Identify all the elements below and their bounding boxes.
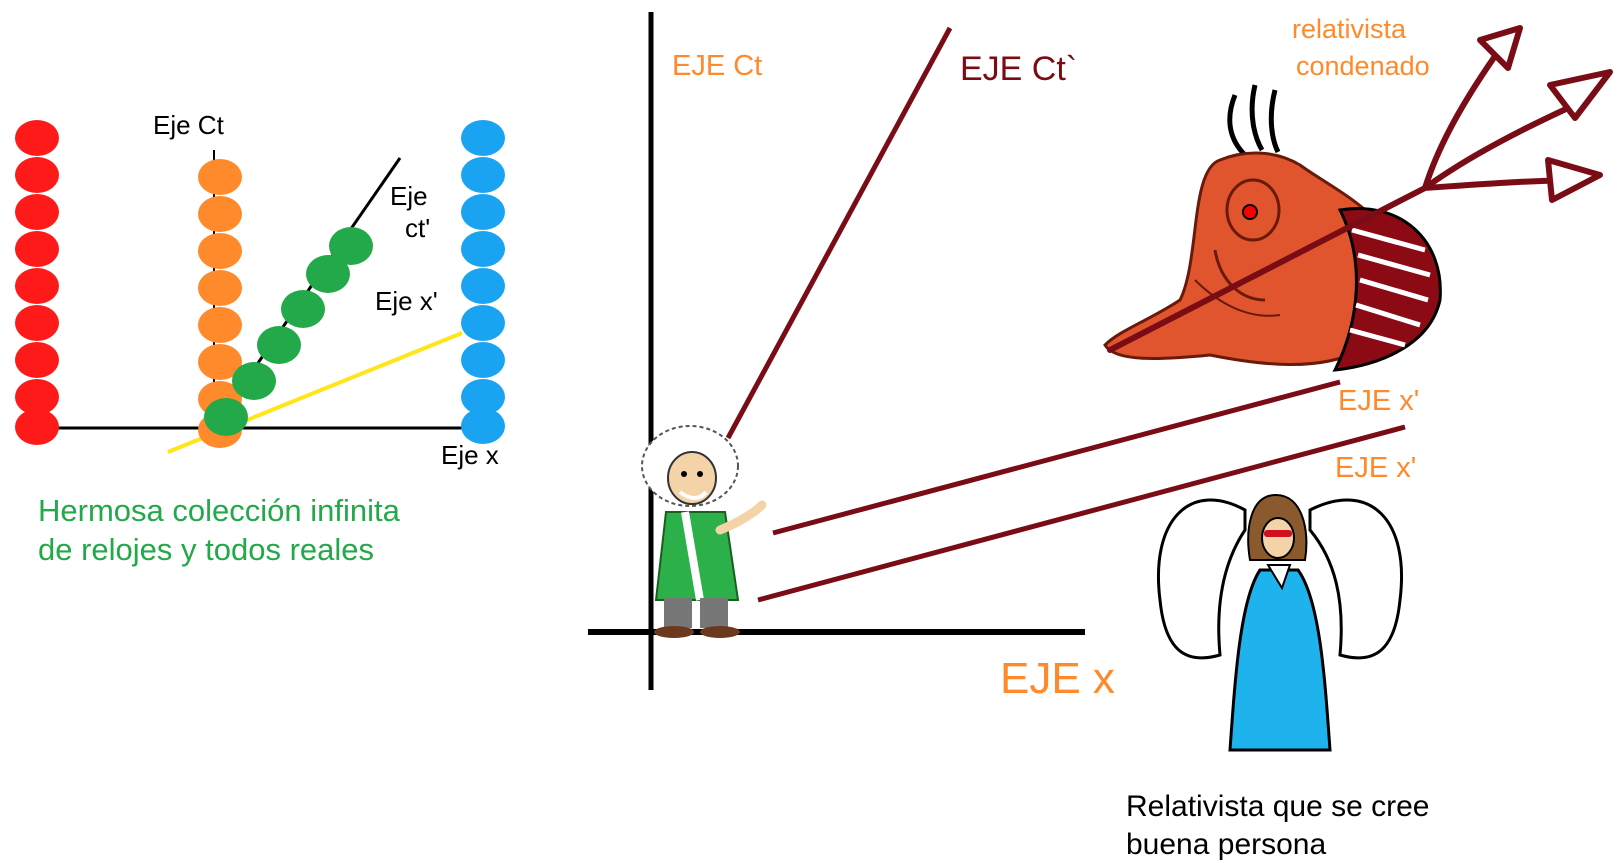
right-x-prime-lower-label: EJE x' (1335, 452, 1416, 484)
left-ct-prime-label-line2: ct' (405, 213, 430, 243)
angel-figure-icon (1158, 495, 1401, 750)
right-ct-axis-label: EJE Ct (672, 50, 762, 82)
right-x-axis-label: EJE x (1000, 654, 1115, 703)
right-spacetime-diagram: EJE Ct EJE Ct` relativista condenado EJE… (588, 12, 1610, 750)
clocks-caption-line1: Hermosa colección infinita (38, 492, 498, 531)
angel-caption: Relativista que se cree buena persona (1126, 788, 1546, 863)
angel-caption-line2: buena persona (1126, 826, 1546, 863)
left-ct-prime-label-line1: Eje (390, 181, 428, 211)
left-spacetime-diagram: Eje Ct Eje ct' Eje x' Eje x (15, 110, 505, 470)
right-ct-prime-label: EJE Ct` (960, 50, 1077, 88)
angel-caption-line1: Relativista que se cree (1126, 788, 1546, 826)
left-x-axis-label: Eje x (441, 440, 499, 470)
clocks-caption-line2: de relojes y todos reales (38, 531, 498, 570)
left-x-prime-label: Eje x' (375, 286, 438, 316)
clocks-caption: Hermosa colección infinita de relojes y … (38, 492, 498, 570)
scientist-figure-icon (642, 426, 762, 638)
right-x-prime-upper-label: EJE x' (1338, 385, 1419, 417)
red-clock-column (15, 120, 59, 445)
left-ct-axis-label: Eje Ct (153, 110, 225, 140)
blue-clock-column (461, 120, 505, 444)
right-ct-prime-axis-line (728, 28, 950, 438)
devil-label-line2: condenado (1296, 51, 1430, 81)
devil-label-line1: relativista (1292, 14, 1407, 44)
